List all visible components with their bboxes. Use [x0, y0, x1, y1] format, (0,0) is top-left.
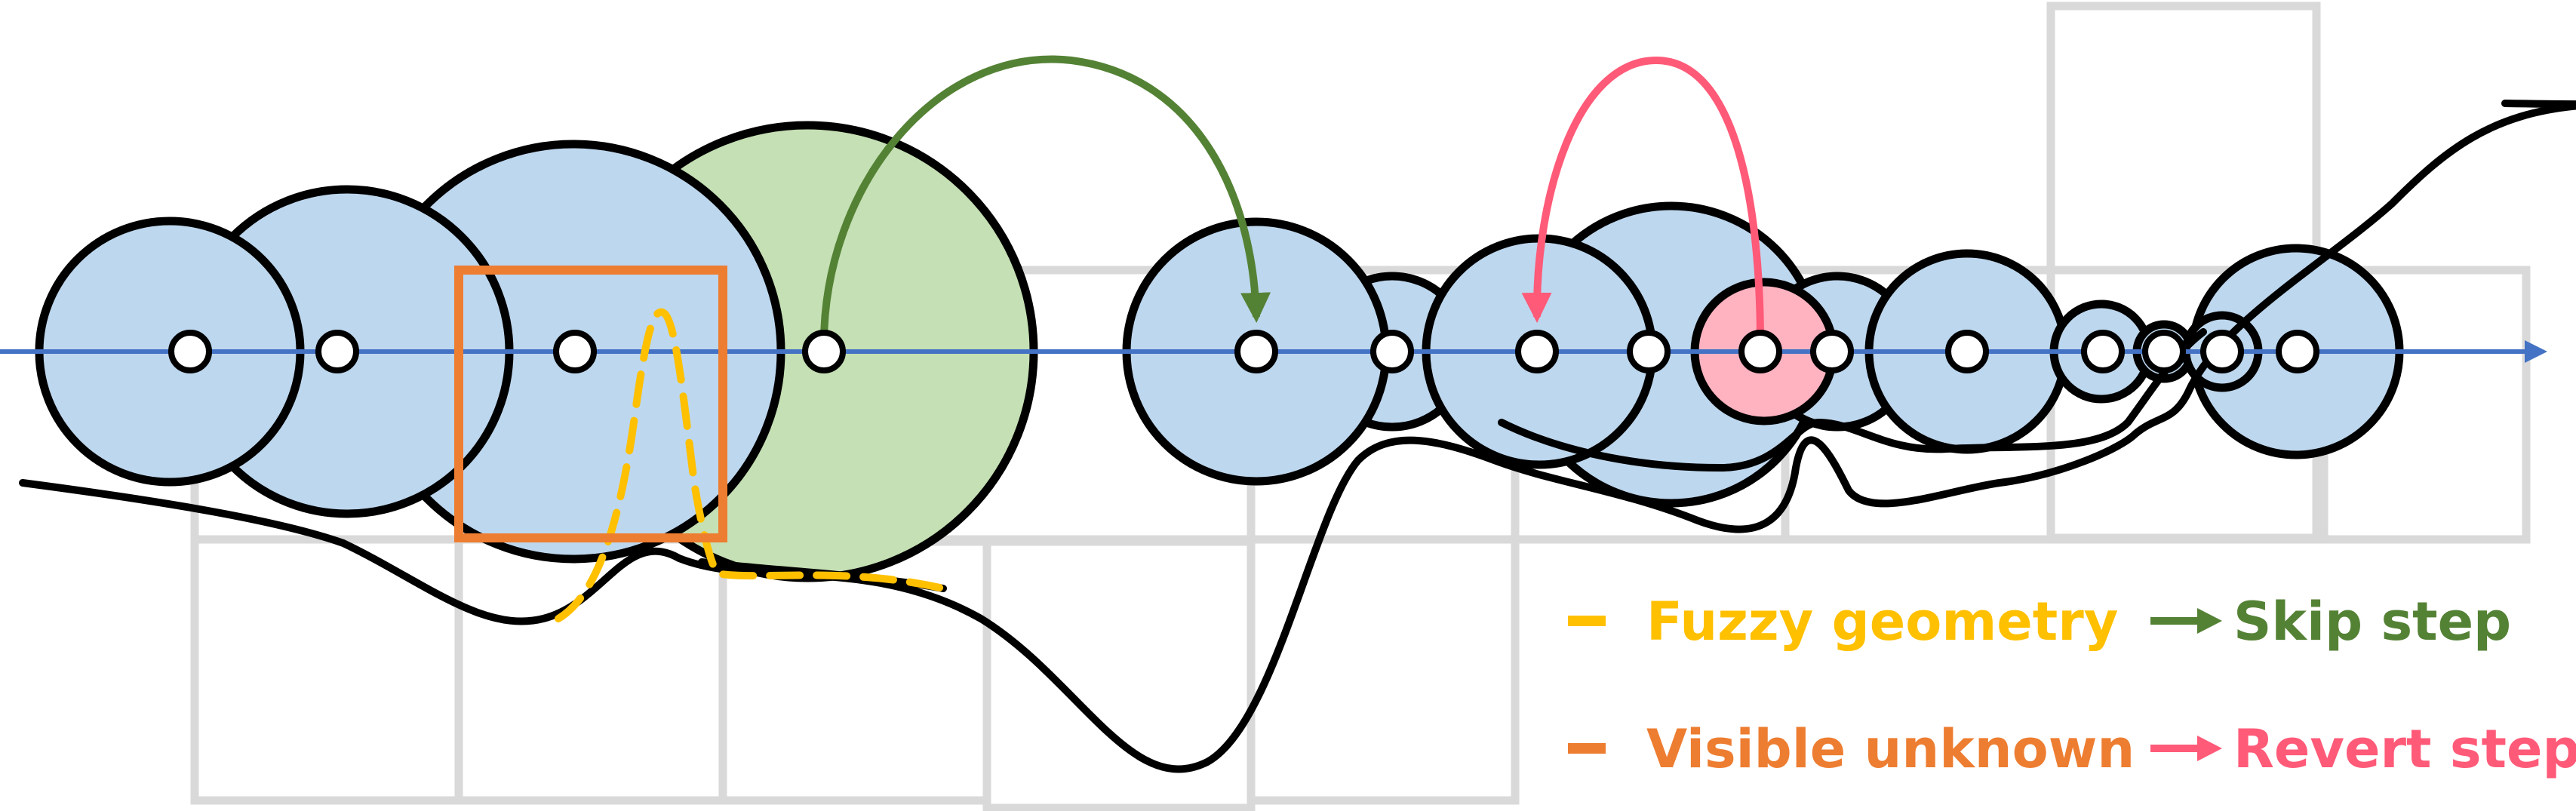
- fuzzy-geometry-curve: [555, 308, 947, 622]
- grid-box: [982, 537, 1256, 811]
- pose-node: [802, 330, 846, 373]
- fuzzy-legend-label: Fuzzy geometry: [1646, 591, 2118, 653]
- pose-node: [315, 330, 359, 373]
- visible-unknown-box: [454, 266, 727, 542]
- revert-legend-arrow-icon: [2150, 736, 2222, 761]
- pose-node: [2081, 330, 2125, 373]
- pose-node: [1370, 330, 1414, 373]
- pose-node: [1515, 330, 1559, 373]
- skip-legend-arrow-icon: [2150, 608, 2222, 634]
- trajectory-curve: [1498, 328, 2207, 472]
- pose-node: [1738, 330, 1782, 373]
- pose-node: [2200, 330, 2244, 373]
- trajectory-curve: [19, 100, 2576, 773]
- visible-unknown-legend-label: Visible unknown: [1646, 718, 2135, 780]
- skip-legend-label: Skip step: [2233, 591, 2511, 653]
- pose-node: [2276, 330, 2319, 373]
- pose-node: [1627, 330, 1671, 373]
- legend: Fuzzy geometry Visible unknown Skip step…: [1568, 591, 2576, 780]
- pose-node: [1810, 330, 1854, 373]
- pose-node: [553, 330, 597, 373]
- revert-step-arrow: [1521, 56, 1764, 344]
- pose-node: [1234, 330, 1278, 373]
- revert-legend-label: Revert step: [2233, 718, 2576, 780]
- pose-node: [2142, 330, 2186, 373]
- pose-nodes: [168, 330, 2319, 373]
- skip-step-arrow: [820, 55, 1271, 344]
- pose-node: [1945, 330, 1989, 373]
- pose-node: [168, 330, 212, 373]
